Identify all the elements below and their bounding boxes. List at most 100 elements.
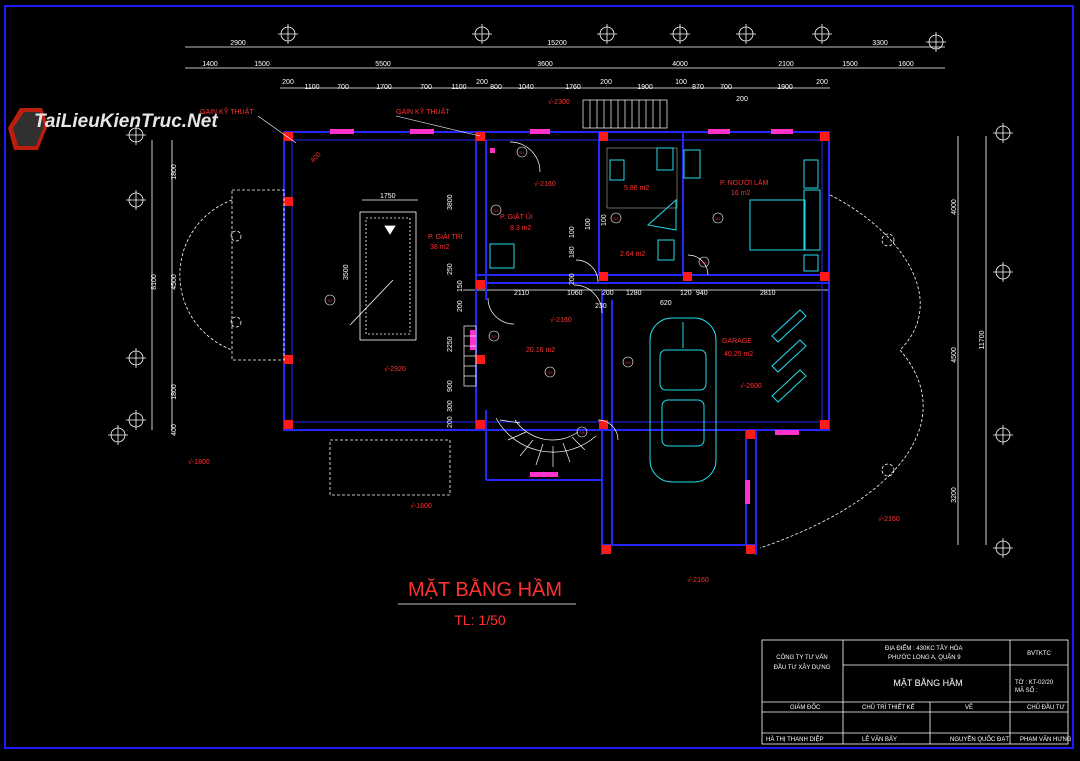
name: NGUYỄN QUỐC ĐẠT — [950, 736, 1009, 743]
dim-label: 1500 — [842, 61, 858, 68]
room-area: 20.16 m2 — [526, 347, 555, 354]
dim-label: 1040 — [518, 84, 534, 91]
room-name: P. GIẶT ỦI — [500, 212, 533, 221]
room-name: P. GIẢI TRÍ — [428, 232, 463, 241]
dim-label: 200 — [476, 79, 488, 86]
door-tag-circle — [698, 256, 710, 268]
dim-label: 200 — [282, 79, 294, 86]
dim-label: 4500 — [951, 347, 958, 363]
door-tag: D1 — [519, 150, 525, 155]
dim-label: 100 — [569, 226, 576, 238]
stairs-left — [463, 325, 477, 387]
role: CHỦ ĐẦU TƯ — [1027, 704, 1065, 711]
level-marker: √-2920 — [384, 365, 406, 373]
drawing-code: BVTKTC — [1027, 651, 1051, 657]
company-line-2: ĐẦU TƯ XÂY DỰNG — [774, 664, 831, 671]
dim-top-row-2: 1400 1500 5500 3600 4000 2100 1500 1600 — [202, 61, 914, 68]
dim-label: 800 — [490, 84, 502, 91]
level-marker: √-2600 — [740, 382, 762, 390]
dim-label: 3200 — [951, 487, 958, 503]
dim-label: 200 — [457, 300, 464, 312]
plan-title-block: MẶT BẰNG HẦM TL: 1/50 — [398, 577, 576, 628]
notes: GAIN KỸ THUẬT GAIN KỸ THUẬT 400 — [200, 107, 481, 164]
door-tag: D3 — [547, 370, 553, 375]
right-terrace — [759, 194, 924, 549]
dim-label: 700 — [420, 84, 432, 91]
dim-label: 900 — [447, 380, 454, 392]
drawing-title: MẶT BẰNG HẦM — [893, 678, 962, 688]
dim-label: 3600 — [537, 61, 553, 68]
dim-label: 3300 — [872, 40, 888, 47]
room-area: 16 m2 — [731, 190, 751, 197]
door-tag-circle — [712, 212, 724, 224]
dim-label: 120 — [680, 290, 692, 297]
dim-label: 250 — [447, 263, 454, 275]
role: CHỦ TRÌ THIẾT KẾ — [862, 704, 915, 711]
dim-label: 1700 — [376, 84, 392, 91]
plan-scale: TL: 1/50 — [454, 612, 506, 628]
dim-label: 100 — [585, 218, 592, 230]
dim-label: 4000 — [672, 61, 688, 68]
watermark-text: TaiLieuKienTruc.Net — [34, 111, 218, 132]
door-tag: D3 — [493, 208, 499, 213]
dim-label: 2250 — [447, 336, 454, 352]
dim-label: 200 — [569, 273, 576, 285]
name: HÀ THỊ THANH DIỆP — [766, 735, 823, 743]
dim-label: 700 — [720, 84, 732, 91]
door-tag: D4 — [579, 430, 585, 435]
spiral-stairs — [495, 417, 597, 467]
title-block — [761, 639, 1069, 745]
dim-label: 620 — [660, 300, 672, 307]
dim-label: 1100 — [304, 84, 319, 91]
location-line-2: PHƯỚC LONG A, QUẬN 9 — [888, 654, 961, 661]
door-tag: D2 — [715, 216, 721, 221]
level-marker: √-720 — [0, 0, 18, 2]
dim-label: 300 — [447, 400, 454, 412]
dim-label: 1400 — [202, 61, 218, 68]
name: LÊ VĂN BẢY — [862, 735, 897, 743]
billiard-table — [349, 211, 417, 341]
dim-label: 1900 — [637, 84, 653, 91]
door-tag: D3 — [491, 334, 497, 339]
role: VẼ — [965, 704, 973, 711]
dimension-lines — [151, 46, 987, 545]
door-tag-circle — [576, 426, 588, 438]
door-tag-circle — [610, 212, 622, 224]
small-mark: 400 — [309, 151, 322, 164]
dim-label: 4500 — [171, 274, 178, 290]
dim-label: 2100 — [778, 61, 794, 68]
level-marker: √-2160 — [534, 180, 556, 188]
grid-bubbles — [108, 24, 1013, 558]
sheet-frame — [4, 5, 1074, 749]
level-marker: √-2160 — [550, 316, 572, 324]
watermark-logo: TaiLieuKienTruc.Net — [8, 108, 218, 150]
dim-label: 400 — [171, 424, 178, 436]
dim-label: 200 — [602, 290, 614, 297]
door-tag: D2 — [327, 298, 333, 303]
room-labels: P. GIẢI TRÍ 38 m2 P. GIẶT ỦI 8.3 m2 5.86… — [428, 178, 769, 358]
stairs-top — [582, 99, 668, 129]
dim-label: 940 — [696, 290, 708, 297]
doors — [487, 141, 709, 441]
left-bay — [179, 189, 451, 496]
dim-label: 1760 — [565, 84, 581, 91]
dim-label: 1060 — [567, 290, 583, 297]
dim-label: 2110 — [514, 290, 529, 297]
dim-label: 230 — [595, 303, 607, 310]
door-tag: D3 — [701, 260, 707, 265]
room-area: 5.86 m2 — [624, 185, 649, 192]
dim-label: 2810 — [760, 290, 776, 297]
dim-label: 100 — [601, 214, 608, 226]
columns — [284, 132, 829, 554]
dim-label: 1600 — [898, 61, 914, 68]
level-marker: √-1800 — [188, 458, 210, 466]
dim-label: 180 — [569, 246, 576, 258]
note-text: GAIN KỸ THUẬT — [200, 107, 254, 116]
dim-label: 15200 — [547, 40, 567, 47]
windows — [330, 129, 799, 504]
dim-top-row-3: 200 1100 700 1700 700 1100 200 800 1040 … — [282, 79, 828, 103]
dim-label: 200 — [600, 79, 612, 86]
inner-dimensions: 1750 3500 3800 2110 1060 200 1280 120 94… — [343, 193, 776, 428]
